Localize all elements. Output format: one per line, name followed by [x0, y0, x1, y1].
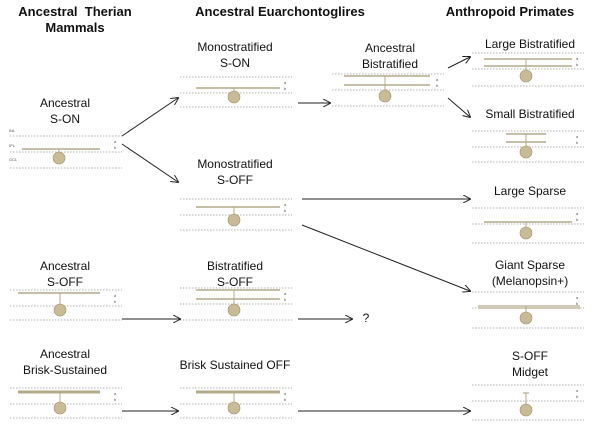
soma — [378, 89, 392, 103]
sublamina-a-label: a — [284, 391, 287, 396]
soma — [519, 69, 533, 83]
sublamina-a-label: a — [576, 56, 579, 61]
sublamina-b-label: b — [114, 397, 117, 402]
sublamina-b-label: b — [576, 62, 579, 67]
soma — [53, 401, 67, 415]
sublamina-b-label: b — [576, 217, 579, 222]
cell-bistratified-soff: ab — [180, 287, 292, 321]
cell-monostratified-son: ab — [180, 76, 292, 108]
cell-brisk-off: ab — [180, 387, 292, 419]
arrow-son-to-mono-soff — [121, 143, 178, 182]
header-anthropoid-primates: Anthropoid Primates — [445, 4, 575, 19]
sublamina-b-label: b — [576, 301, 579, 306]
label-ancestral-bistratified: Ancestral Bistratified — [361, 41, 419, 71]
sublamina-a-label: a — [576, 134, 579, 139]
sublamina-a-label: a — [576, 211, 579, 216]
label-monostratified-son: Monostratified S-ON — [197, 40, 273, 70]
cell-soff-midget: ab — [472, 384, 584, 421]
soma — [519, 226, 533, 240]
cell-ancestral-brisk: ab — [10, 387, 122, 419]
sublamina-b-label: b — [114, 299, 117, 304]
label-giant-sparse: Giant Sparse (Melanopsin+) — [491, 258, 569, 288]
sublamina-b-label: b — [284, 86, 287, 91]
cell-ancestral-bistratified: ab — [332, 73, 444, 107]
sublamina-a-label: a — [284, 291, 287, 296]
sublamina-a-label: a — [284, 202, 287, 207]
soma — [519, 311, 533, 325]
soma — [52, 151, 66, 165]
header-ancestral-euarchontoglires: Ancestral Euarchontoglires — [195, 4, 365, 19]
layer-label-gcl: GCL — [9, 157, 18, 162]
sublamina-b-label: b — [576, 394, 579, 399]
sublamina-a-label: a — [576, 295, 579, 300]
soma — [227, 401, 241, 415]
sublamina-a-label: a — [436, 77, 439, 82]
label-small-bistratified: Small Bistratified — [485, 107, 575, 121]
soma — [227, 213, 241, 227]
soma — [519, 145, 533, 159]
label-large-bistratified: Large Bistratified — [484, 37, 576, 51]
label-monostratified-soff: Monostratified S-OFF — [197, 157, 273, 187]
arrow-bistrat-to-small-bistrat — [447, 97, 470, 117]
sublamina-b-label: b — [284, 397, 287, 402]
cell-ancestral-soff: ab — [10, 289, 122, 321]
sublamina-a-label: a — [284, 80, 287, 85]
arrow-son-to-mono-son — [121, 98, 178, 137]
label-bistratified-soff: Bistratified S-OFF — [206, 259, 264, 289]
cell-large-sparse: ab — [472, 207, 584, 244]
soma — [227, 303, 241, 317]
arrow-bistrat-to-large-bistrat — [447, 57, 470, 69]
cell-giant-sparse: ab — [472, 291, 584, 329]
cell-monostratified-soff: ab — [180, 198, 292, 231]
soma — [227, 90, 241, 104]
sublamina-a-label: a — [114, 293, 117, 298]
cell-small-bistratified: ab — [472, 130, 584, 163]
question-mark: ? — [362, 311, 370, 325]
label-large-sparse: Large Sparse — [493, 184, 567, 198]
sublamina-a-label: a — [114, 139, 117, 144]
soma — [519, 403, 533, 417]
arrow-mono-soff-to-giant-sparse — [301, 224, 470, 291]
header-ancestral-therian-mammals: Ancestral Therian Mammals — [18, 4, 132, 35]
sublamina-b-label: b — [436, 83, 439, 88]
layer-label-inl: INL — [9, 128, 16, 133]
sublamina-b-label: b — [284, 208, 287, 213]
cell-ancestral-son: ab — [10, 135, 122, 169]
sublamina-b-label: b — [284, 297, 287, 302]
label-ancestral-soff: Ancestral S-OFF — [39, 259, 91, 289]
layer-label-ipl: IPL — [9, 143, 16, 148]
soma — [53, 303, 67, 317]
label-ancestral-son: Ancestral S-ON — [39, 96, 91, 126]
label-soff-midget: S-OFF Midget — [511, 349, 549, 379]
sublamina-a-label: a — [114, 391, 117, 396]
label-ancestral-brisk-sustained: Ancestral Brisk-Sustained — [22, 347, 108, 377]
cell-large-bistratified: ab — [472, 52, 584, 87]
sublamina-a-label: a — [576, 388, 579, 393]
sublamina-b-label: b — [576, 140, 579, 145]
label-brisk-sustained-off: Brisk Sustained OFF — [179, 358, 291, 372]
sublamina-b-label: b — [114, 145, 117, 150]
